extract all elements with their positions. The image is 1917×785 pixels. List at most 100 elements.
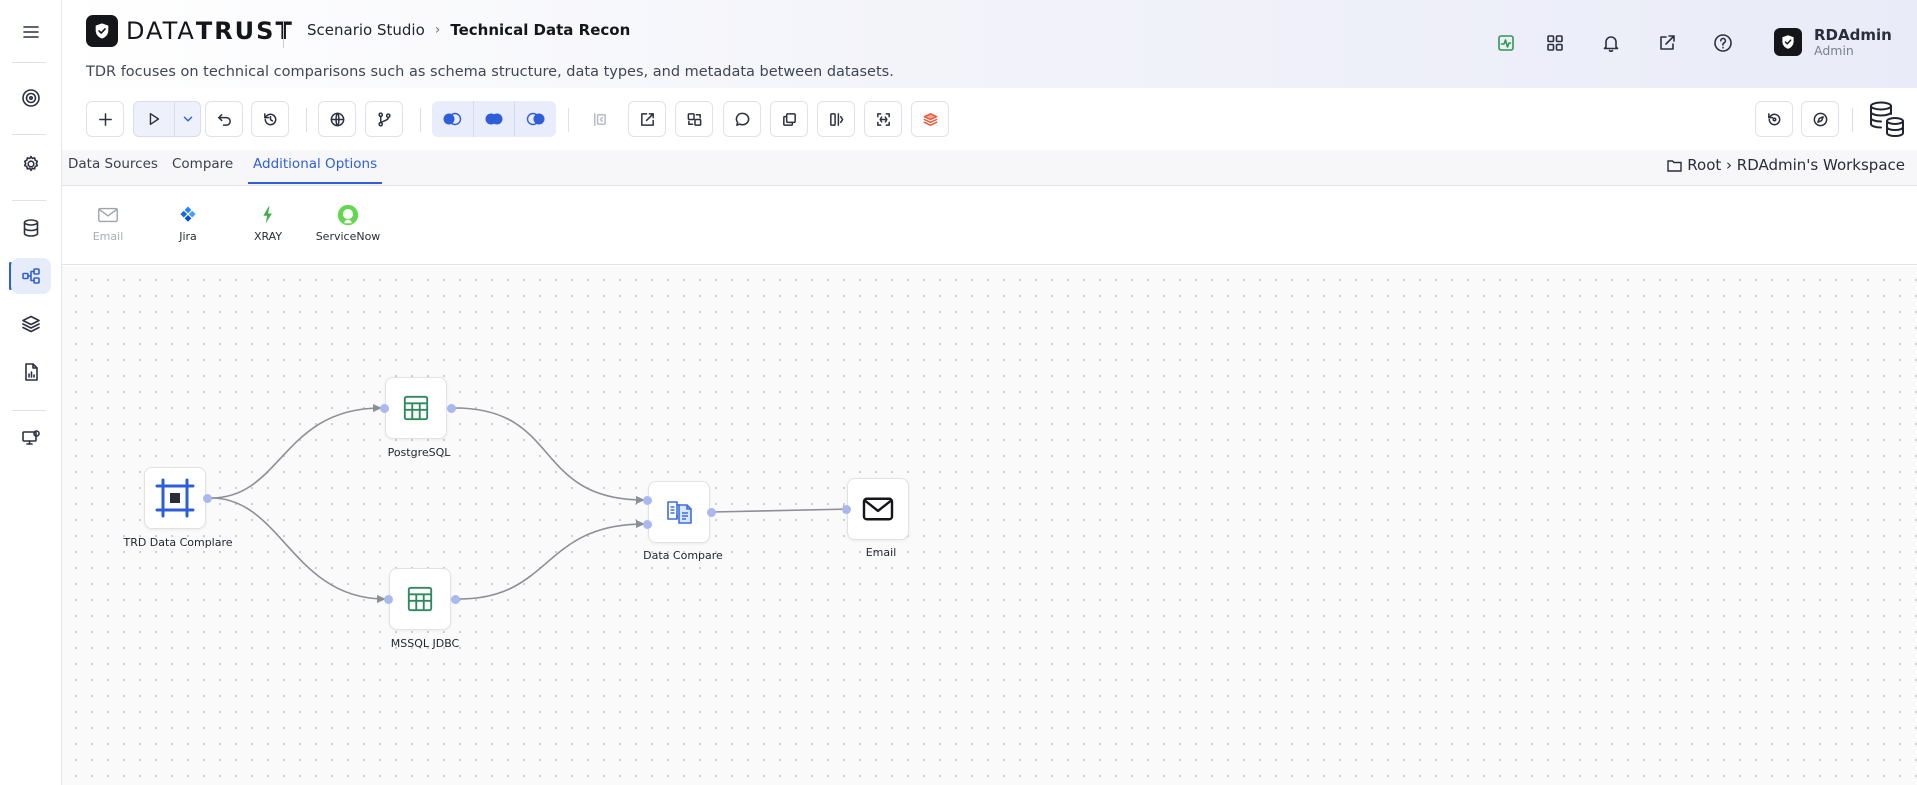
user-menu[interactable]: RDAdmin Admin: [1774, 26, 1892, 58]
workflow-canvas[interactable]: TRD Data Complare PostgreSQL MSSQL JDBC …: [62, 266, 1917, 785]
shield-logo-icon: [86, 15, 118, 47]
active-indicator: [9, 262, 12, 290]
palette-item-xray[interactable]: XRAY: [228, 202, 308, 243]
breadcrumb-chevron-icon: ›: [434, 22, 441, 38]
node-mssql-jdbc[interactable]: [389, 568, 451, 630]
edge-layer: [210, 404, 852, 603]
edge-trd-to-mssql[interactable]: [210, 497, 386, 603]
layers-icon[interactable]: [11, 306, 51, 342]
target-icon[interactable]: [11, 80, 51, 116]
workflow-icon[interactable]: [11, 258, 51, 294]
breadcrumb-scenario-studio[interactable]: Scenario Studio: [307, 21, 425, 39]
collapse-button[interactable]: [580, 101, 618, 137]
node-label: PostgreSQL: [387, 446, 451, 459]
join-type-group: [432, 101, 556, 137]
database-icon[interactable]: [11, 210, 51, 246]
header-divider: [283, 20, 284, 48]
layers-stack-button[interactable]: [911, 101, 949, 137]
brand-logo[interactable]: DATATRUST: [86, 15, 294, 47]
revert-button[interactable]: [1755, 101, 1793, 137]
input-port[interactable]: [842, 505, 851, 514]
user-role: Admin: [1814, 42, 1854, 58]
node-label: Email: [865, 546, 897, 559]
app-header: DATATRUST Scenario Studio › Technical Da…: [62, 0, 1917, 88]
database-transfer-icon[interactable]: [1867, 99, 1907, 139]
right-join-icon[interactable]: [515, 101, 556, 137]
external-link-icon[interactable]: [1654, 30, 1680, 56]
comment-button[interactable]: [723, 101, 761, 137]
palette-label: ServiceNow: [315, 230, 381, 243]
node-trd-data-compare[interactable]: [144, 467, 206, 529]
servicenow-icon: [335, 202, 361, 228]
trd-frame-icon: [155, 478, 195, 518]
user-name: RDAdmin: [1814, 26, 1892, 44]
node-label: MSSQL JDBC: [390, 637, 460, 650]
output-port[interactable]: [451, 595, 460, 604]
run-split-button[interactable]: [133, 101, 201, 137]
palette-item-email[interactable]: Email: [68, 202, 148, 243]
toolbar-divider: [306, 108, 307, 132]
workspace-path[interactable]: Root › RDAdmin's Workspace: [1667, 156, 1905, 174]
play-icon[interactable]: [134, 102, 174, 136]
node-data-compare[interactable]: [648, 481, 710, 543]
branch-button[interactable]: [365, 101, 403, 137]
help-icon[interactable]: [1710, 30, 1736, 56]
palette-label: XRAY: [253, 230, 283, 243]
gear-icon[interactable]: [11, 146, 51, 182]
export-button[interactable]: [628, 101, 666, 137]
toolbar-divider: [420, 108, 421, 132]
compass-button[interactable]: [1801, 101, 1839, 137]
component-palette: Email Jira XRAY ServiceNow: [62, 187, 1917, 265]
left-nav-rail: [0, 0, 62, 785]
transform-button[interactable]: [675, 101, 713, 137]
rail-divider: [12, 62, 46, 63]
monitor-settings-icon[interactable]: [11, 420, 51, 456]
edge-trd-to-postgres[interactable]: [210, 404, 382, 499]
inner-join-icon[interactable]: [474, 101, 516, 137]
globe-button[interactable]: [318, 101, 356, 137]
rail-divider: [12, 410, 46, 411]
palette-label: Jira: [179, 230, 197, 243]
add-button[interactable]: [86, 101, 124, 137]
input-port-1[interactable]: [643, 496, 652, 505]
tab-compare[interactable]: Compare: [172, 156, 234, 172]
palette-label: Email: [92, 230, 124, 243]
apps-grid-icon[interactable]: [1542, 30, 1568, 56]
envelope-icon: [862, 497, 894, 521]
edge-postgres-to-compare[interactable]: [454, 407, 645, 504]
report-icon[interactable]: [11, 354, 51, 390]
input-port[interactable]: [384, 595, 393, 604]
scan-button[interactable]: [864, 101, 902, 137]
bell-icon[interactable]: [1598, 30, 1624, 56]
undo-button[interactable]: [205, 101, 243, 137]
compare-split-button[interactable]: [817, 101, 855, 137]
toolbar-divider: [568, 108, 569, 132]
node-postgresql[interactable]: [385, 377, 447, 439]
chevron-down-icon[interactable]: [174, 102, 200, 136]
table-icon: [403, 395, 429, 421]
page-subtitle: TDR focuses on technical comparisons suc…: [86, 64, 894, 80]
edge-mssql-to-compare[interactable]: [458, 520, 645, 600]
history-button[interactable]: [251, 101, 289, 137]
copy-button[interactable]: [770, 101, 808, 137]
toolbar: [62, 88, 1917, 148]
tab-additional-options[interactable]: Additional Options: [248, 156, 383, 184]
input-port[interactable]: [380, 404, 389, 413]
palette-item-servicenow[interactable]: ServiceNow: [308, 202, 388, 243]
node-email[interactable]: [847, 478, 909, 540]
input-port-2[interactable]: [643, 520, 652, 529]
output-port[interactable]: [707, 508, 716, 517]
rail-divider: [12, 134, 46, 135]
menu-icon[interactable]: [11, 14, 51, 50]
output-port[interactable]: [203, 494, 212, 503]
node-label: TRD Data Complare: [123, 536, 233, 549]
palette-item-jira[interactable]: Jira: [148, 202, 228, 243]
breadcrumb: Scenario Studio › Technical Data Recon: [307, 21, 630, 39]
tab-data-sources[interactable]: Data Sources: [68, 156, 158, 172]
output-port[interactable]: [447, 404, 456, 413]
workspace-path-text: Root › RDAdmin's Workspace: [1687, 156, 1905, 174]
compare-docs-icon: [667, 501, 692, 524]
left-join-icon[interactable]: [432, 101, 474, 137]
edge-compare-to-email[interactable]: [711, 505, 852, 514]
activity-icon[interactable]: [1493, 30, 1519, 56]
